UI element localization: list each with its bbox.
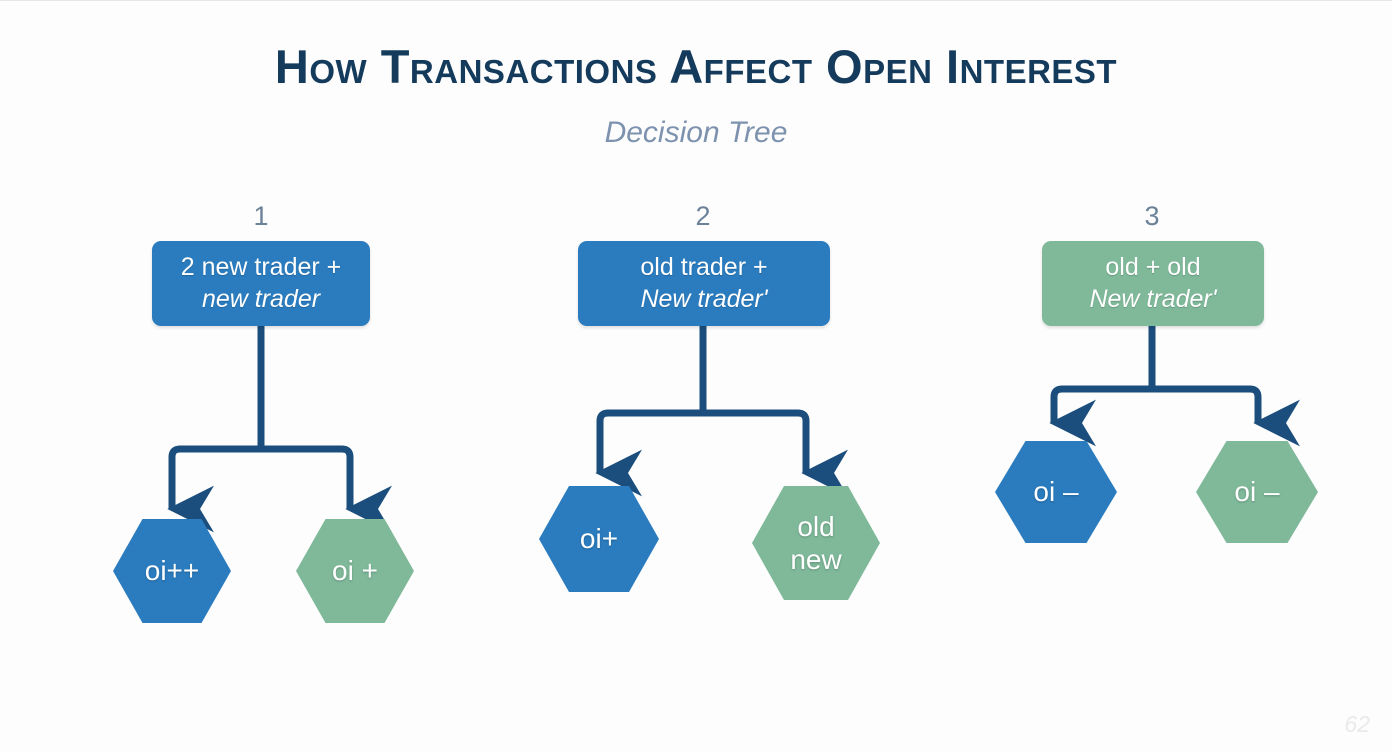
page-title: How Transactions Affect Open Interest (274, 40, 1118, 93)
connector-column-2 (595, 326, 848, 497)
column-number-3: 3 (1144, 201, 1160, 231)
watermark: 62 (1344, 711, 1370, 737)
leaf-node-3a-label: oi – (1033, 476, 1079, 508)
root-node-2-line2: New trader' (640, 284, 768, 313)
root-node-1[interactable]: 2 new trader + new trader (152, 241, 370, 326)
root-node-2[interactable]: old trader + New trader' (578, 241, 830, 326)
leaf-node-2a[interactable]: oi+ (539, 486, 659, 592)
leaf-node-2a-label: oi+ (579, 523, 619, 555)
leaf-node-2b-label: old (797, 510, 835, 542)
leaf-node-1a-label: oi++ (144, 555, 200, 587)
column-number-1: 1 (253, 201, 269, 231)
leaf-node-2b-label2: new (790, 544, 842, 575)
leaf-node-3b[interactable]: oi – (1196, 441, 1318, 543)
leaf-node-2b[interactable]: old new (752, 486, 880, 600)
leaf-node-1b-label: oi + (332, 555, 378, 587)
leaf-node-1a[interactable]: oi++ (113, 519, 231, 623)
connector-column-3 (1049, 326, 1300, 447)
leaf-node-1b[interactable]: oi + (296, 519, 414, 623)
root-node-1-line1: 2 new trader + (180, 253, 342, 282)
column-number-2: 2 (695, 201, 711, 231)
root-node-3-line2: New trader' (1089, 284, 1217, 313)
connector-column-1 (167, 326, 392, 533)
leaf-node-3a[interactable]: oi – (995, 441, 1117, 543)
root-node-2-line1: old trader + (640, 253, 768, 282)
root-node-3-line1: old + old (1105, 253, 1201, 282)
root-node-1-line2: new trader (201, 284, 321, 313)
page-subtitle: Decision Tree (604, 116, 788, 149)
leaf-node-3b-label: oi – (1234, 476, 1280, 508)
root-node-3[interactable]: old + old New trader' (1042, 241, 1264, 326)
